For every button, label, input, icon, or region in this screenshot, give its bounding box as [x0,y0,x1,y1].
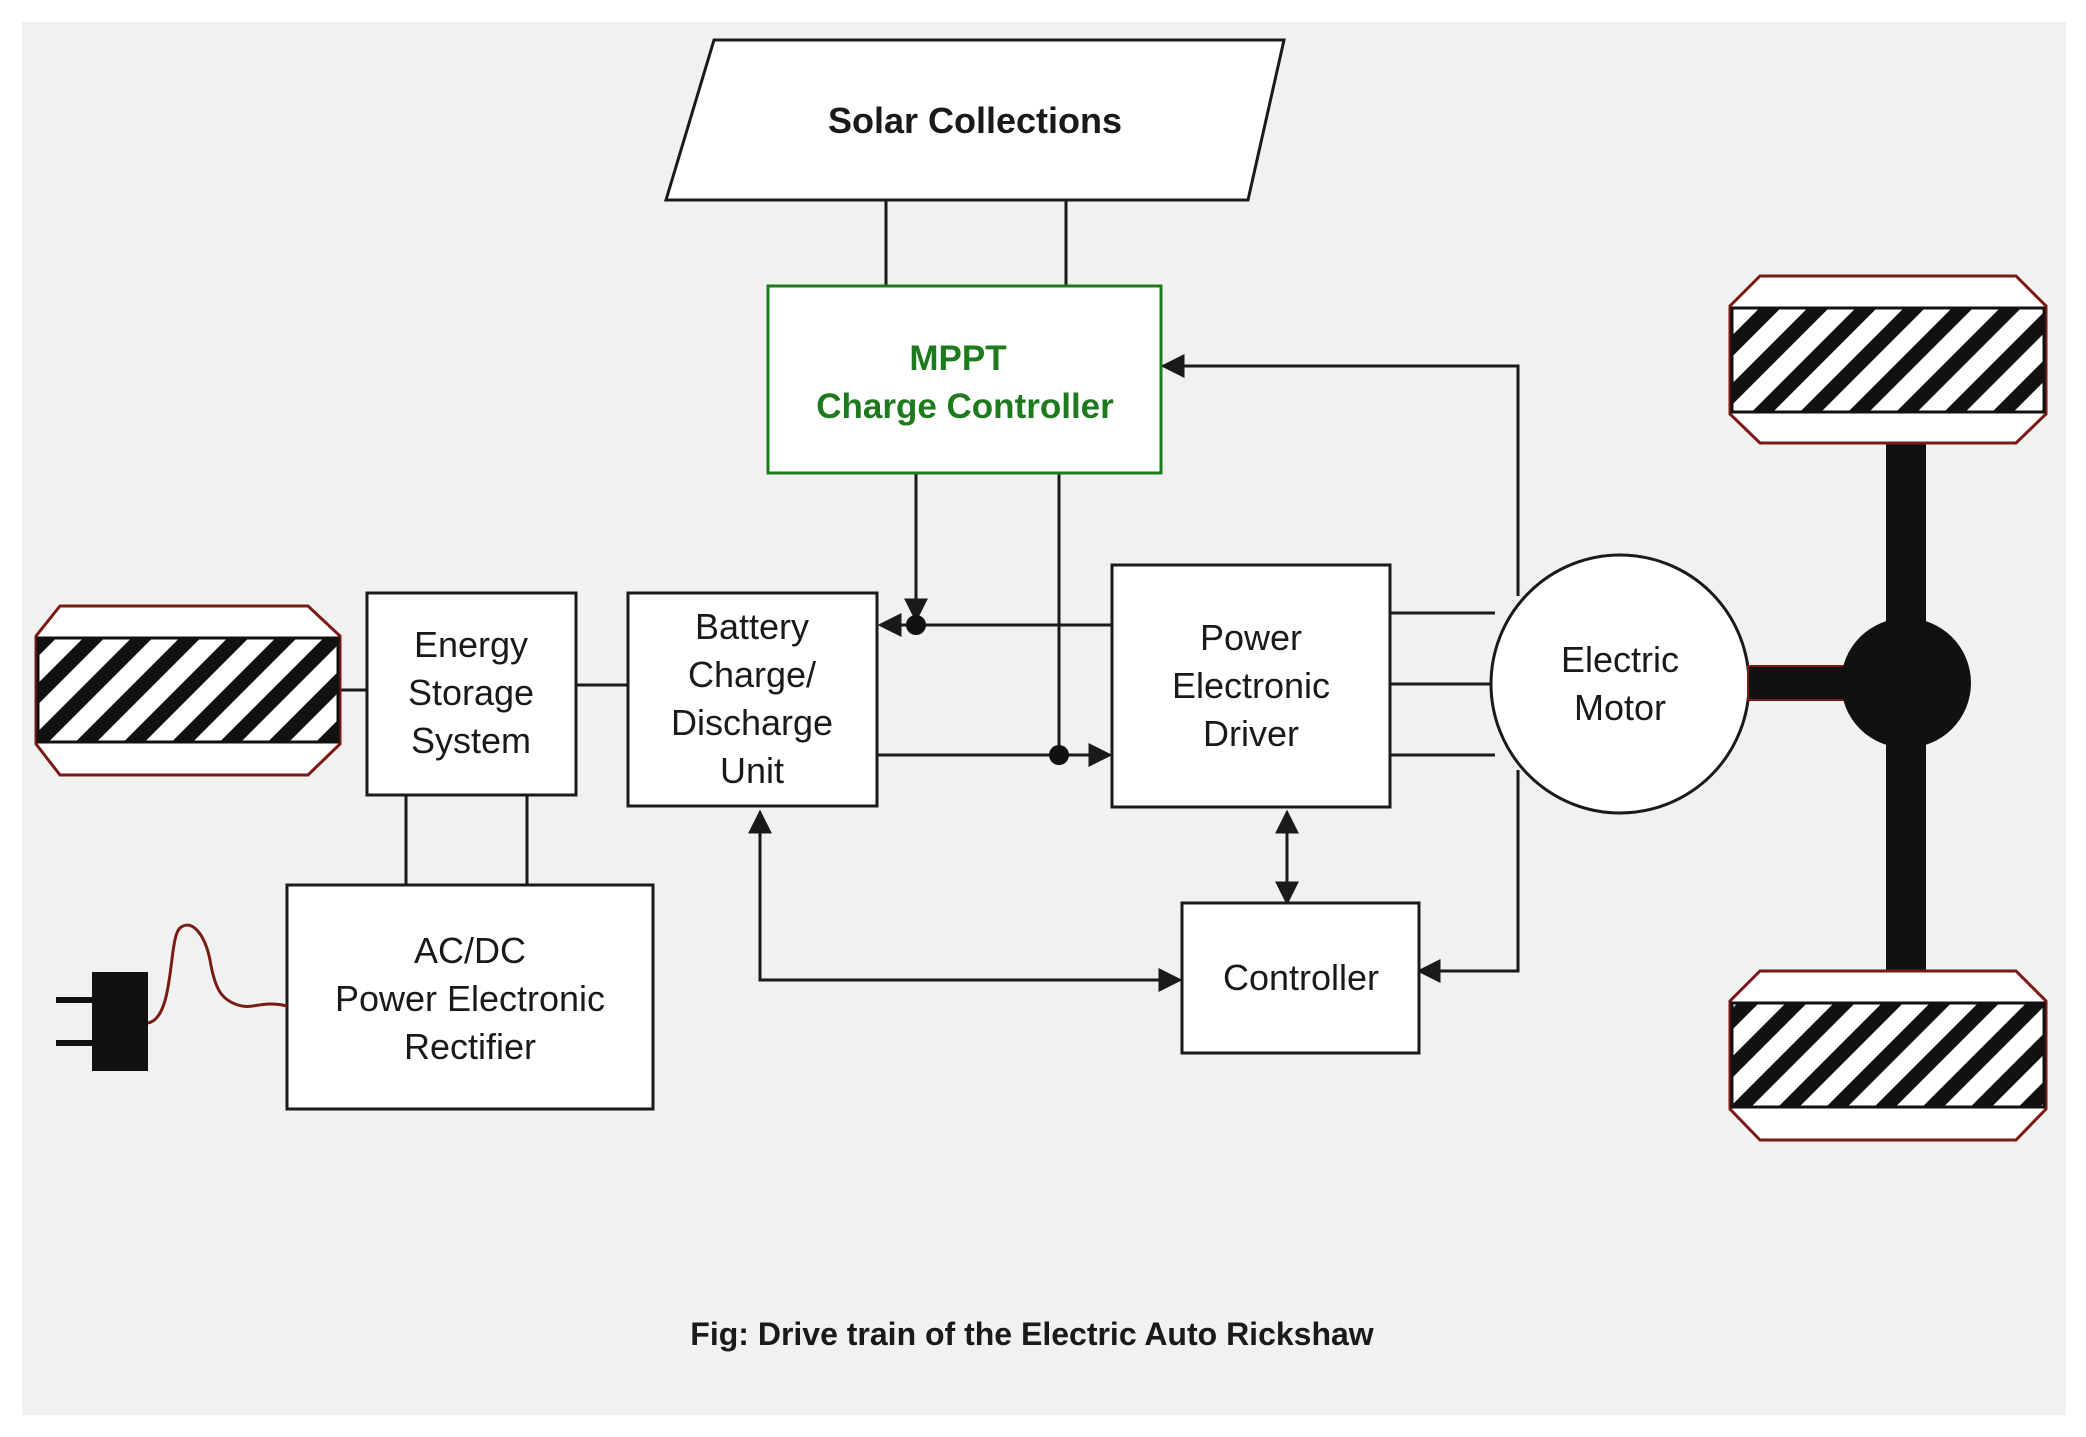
motor-line2: Motor [1574,687,1666,728]
solar-collections-label: Solar Collections [828,100,1122,141]
energy-storage-line2: Storage [408,672,534,713]
plug-icon [56,923,288,1071]
mppt-label-line1: MPPT [909,339,1006,378]
power-electronic-driver-block: Power Electronic Driver [1110,563,1392,809]
junction-dot-upper [906,615,926,635]
wheel-icon [1728,969,2048,1142]
rectifier-line3: Rectifier [404,1026,536,1067]
wheel-icon [34,604,342,777]
driver-line2: Electronic [1172,665,1330,706]
driver-line3: Driver [1203,713,1299,754]
driver-line1: Power [1200,617,1302,658]
connectors [340,200,1520,992]
rectifier-line1: AC/DC [414,930,526,971]
axle-hub-icon [1841,618,1971,748]
energy-storage-line3: System [411,720,531,761]
battery-line1: Battery [695,606,809,647]
energy-storage-line1: Energy [414,624,528,665]
electric-motor-block: Electric Motor [1489,553,1751,815]
motor-to-controller-feedback [1416,770,1520,983]
rectifier-line2: Power Electronic [335,978,605,1019]
rear-axle-assembly [1728,274,2048,1142]
acdc-rectifier-block: AC/DC Power Electronic Rectifier [285,883,655,1111]
battery-line2: Charge/ [688,654,816,695]
motor-to-mppt-feedback [1160,354,1520,596]
figure-caption: Fig: Drive train of the Electric Auto Ri… [690,1316,1374,1352]
mppt-charge-controller-block: MPPT Charge Controller [766,284,1163,475]
battery-controller-loop [748,809,1183,992]
energy-storage-system-block: Energy Storage System [365,591,578,797]
controller-block: Controller [1180,901,1421,1055]
wheel-icon [1728,274,2048,445]
controller-label: Controller [1223,957,1379,998]
battery-line3: Discharge [671,702,833,743]
solar-collections-block: Solar Collections [663,38,1286,202]
battery-line4: Unit [720,750,784,791]
junction-dot-lower [1049,745,1069,765]
motor-shaft [1747,665,1849,701]
motor-line1: Electric [1561,639,1679,680]
battery-charge-discharge-block: Battery Charge/ Discharge Unit [626,591,879,808]
mppt-label-line2: Charge Controller [816,387,1114,426]
